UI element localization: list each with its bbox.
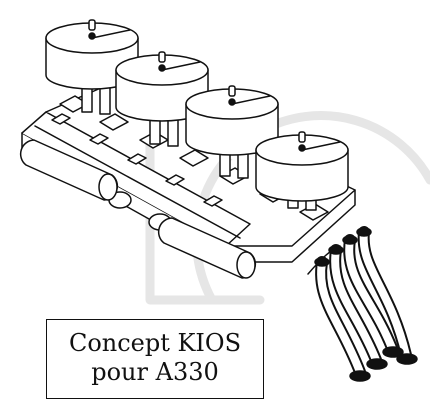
outlet-hoses: [307, 226, 418, 382]
caption-box: Concept KIOS pour A330: [46, 319, 264, 399]
tank-4: [255, 131, 349, 211]
caption-line-1: Concept KIOS: [68, 329, 242, 357]
pressure-cylinder-left: [19, 139, 119, 201]
tank-3: [185, 85, 279, 179]
tank-2: [115, 51, 209, 147]
diagram-stage: Concept KIOS pour A330: [19, 19, 430, 399]
pressure-cylinder-right: [157, 217, 257, 279]
caption-line-2: pour A330: [91, 358, 219, 386]
kios-concept-illustration: [19, 19, 430, 382]
tank-1: [45, 19, 139, 115]
